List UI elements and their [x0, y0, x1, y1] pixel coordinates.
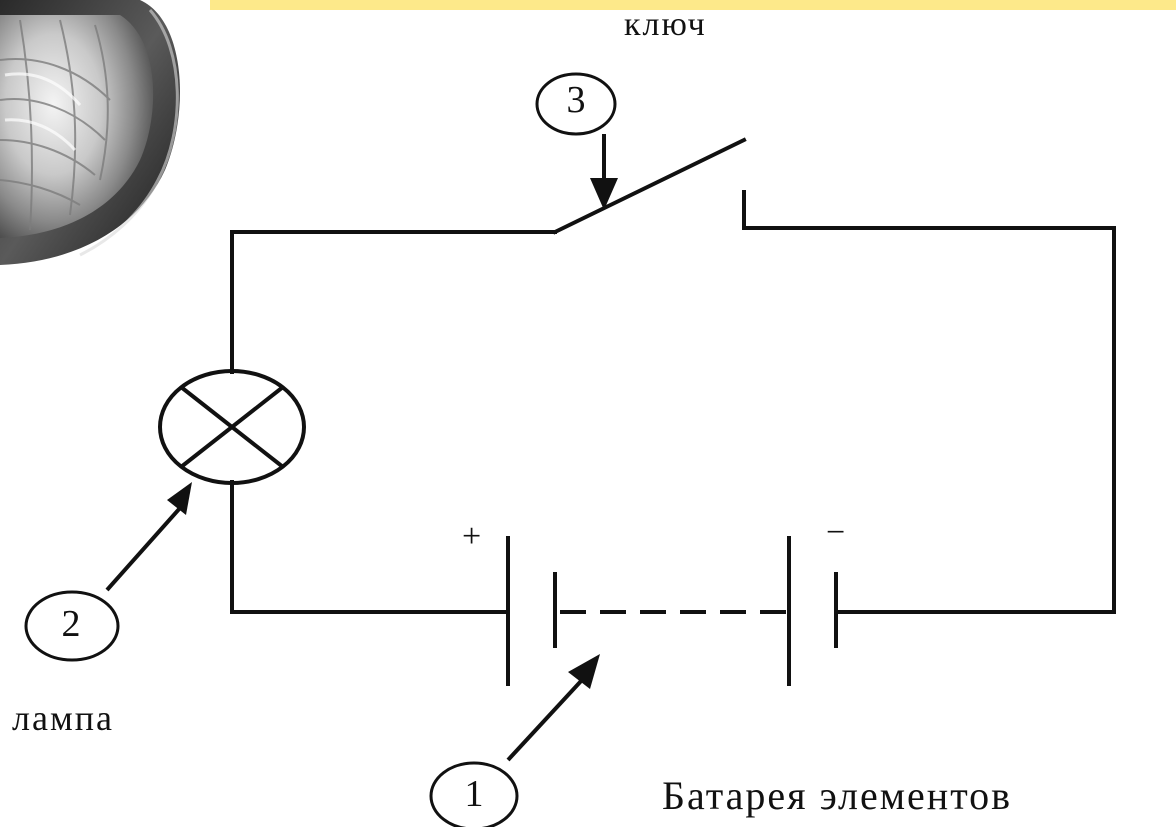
- callout-arrows: [105, 134, 618, 762]
- callout-circle-1: [429, 761, 519, 827]
- switch-blade: [552, 137, 747, 235]
- callout-circles: [24, 72, 617, 827]
- minus-sign: −: [826, 514, 846, 551]
- callout-number-3: 3: [566, 79, 586, 121]
- battery-label: Батарея элементов: [662, 773, 1013, 818]
- lamp-symbol: [158, 369, 306, 485]
- wire-top-right: [742, 226, 1116, 614]
- callout-number-2: 2: [61, 603, 81, 645]
- flashlight-photo: [0, 0, 180, 265]
- switch-label: ключ: [624, 6, 707, 43]
- top-highlight-band: [210, 0, 1176, 10]
- lamp-label: лампа: [12, 698, 114, 738]
- callout-circle-2: [24, 590, 120, 662]
- callout-circle-3: [535, 72, 617, 136]
- callout-number-1: 1: [464, 773, 484, 815]
- plus-sign: +: [462, 518, 482, 555]
